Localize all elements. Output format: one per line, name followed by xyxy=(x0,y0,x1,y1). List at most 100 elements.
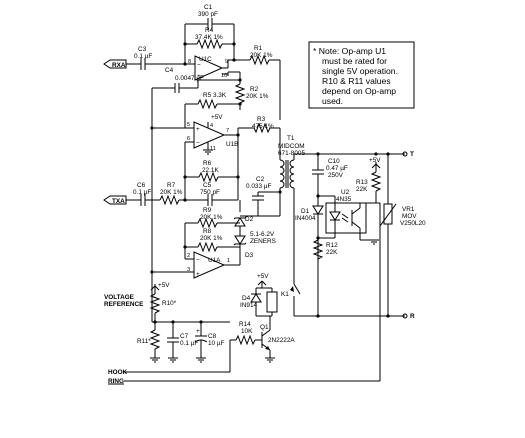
vr1-part: MOV xyxy=(402,213,417,220)
d4-diode xyxy=(250,293,262,303)
u1c-ref: U1C xyxy=(199,56,212,63)
c4-value: 0.0047 µF xyxy=(175,75,204,82)
u1b-minus: − xyxy=(196,140,200,147)
r5-label: R5 3.3K xyxy=(203,92,227,99)
note-line3: single 5V operation. xyxy=(322,66,398,76)
r5-ref: R5 xyxy=(203,92,212,99)
c8-plus: + xyxy=(196,328,200,335)
note-box xyxy=(308,41,415,109)
c8-value: 10 µF xyxy=(208,340,225,347)
d2-ref: D2 xyxy=(245,216,254,223)
r9-resistor xyxy=(185,217,240,229)
k1-ref: K1 xyxy=(281,291,289,298)
u1c-opamp xyxy=(194,55,224,81)
u1b-opamp xyxy=(193,121,226,149)
d3-ref: D3 xyxy=(245,252,254,259)
r10-ref: R10* xyxy=(162,300,177,307)
d3-zener-diode xyxy=(233,235,247,246)
u1c-pin8: 8 xyxy=(188,59,191,65)
d1-diode xyxy=(312,205,324,215)
rxa-label: RXA xyxy=(112,62,126,69)
r4-value: 37.4K 1% xyxy=(195,34,223,41)
c10-value: 0.47 µF xyxy=(326,165,348,172)
t1-ref: T1 xyxy=(287,135,295,142)
k1-relay-contact xyxy=(290,283,301,295)
c8-ref: C8 xyxy=(208,333,217,340)
note-line5: depend on Op-amp xyxy=(322,86,396,96)
zeners-label: ZENERS xyxy=(250,238,276,245)
u1a-pin1: 1 xyxy=(227,258,230,264)
c1-value: 390 pF xyxy=(198,11,218,18)
c5-capacitor xyxy=(185,194,238,206)
t-terminal-label: T xyxy=(410,151,414,158)
u2-ground-symbol xyxy=(369,239,379,245)
c6-value: 0.1 µF xyxy=(133,189,151,196)
r6-value: 22.1K xyxy=(202,167,219,174)
r4-resistor xyxy=(185,38,234,50)
u1c-minus: − xyxy=(197,62,201,69)
c2-ref: C2 xyxy=(256,176,265,183)
r9-value: 20K 1% xyxy=(200,214,223,221)
r5-resistor xyxy=(185,98,240,110)
r13-value: 22K xyxy=(356,186,368,193)
r-terminal-label: R xyxy=(410,313,415,320)
r1-ref: R1 xyxy=(254,45,263,52)
vr1-mov xyxy=(379,203,397,227)
c7-ground-symbol xyxy=(168,357,178,363)
r8-value: 20K 1% xyxy=(200,235,223,242)
r3-ref: R3 xyxy=(257,116,266,123)
c10-ref: C10 xyxy=(328,158,340,165)
txa-label: TXA xyxy=(112,198,125,205)
u1a-pin3: 3 xyxy=(187,267,190,273)
r13-resistor xyxy=(370,171,382,192)
hook-label: HOOK xyxy=(108,369,128,376)
u2-part: 4N35 xyxy=(336,196,352,203)
u1b-pin5: 5 xyxy=(187,122,190,128)
r1-value: 20K 1% xyxy=(250,52,273,59)
c5-value: 750 pF xyxy=(200,189,220,196)
r1-resistor xyxy=(249,54,270,66)
r11-ref: R11* xyxy=(137,338,151,345)
c8-capacitor xyxy=(194,332,208,358)
r4-ref: R4 xyxy=(205,27,214,34)
c3-ref: C3 xyxy=(138,46,147,53)
u2-optocoupler xyxy=(325,202,367,234)
c1-ref: C1 xyxy=(204,4,213,11)
r6-resistor xyxy=(185,171,238,183)
t1-transformer xyxy=(279,128,295,189)
u1a-opamp xyxy=(193,251,226,279)
d4-ref: D4 xyxy=(242,295,251,302)
u1c-plus: + xyxy=(197,73,201,80)
r11-resistor xyxy=(149,322,161,358)
r2-ref: R2 xyxy=(250,86,259,93)
q1-part: 2N2222A xyxy=(268,337,295,344)
r7-ref: R7 xyxy=(167,182,176,189)
r9-ref: R9 xyxy=(203,207,212,214)
u1b-ground-symbol xyxy=(203,149,213,155)
t1-part: 671-8005 xyxy=(278,150,305,157)
ring-label: RING xyxy=(108,378,124,385)
d4-vplus-label: +5V xyxy=(257,273,269,280)
vref-label-line1: VOLTAGE xyxy=(104,294,135,301)
note-line6: used. xyxy=(322,96,343,106)
vref-label-line2: REFERENCE xyxy=(104,301,144,308)
u1b-pin6: 6 xyxy=(187,136,190,142)
r2-resistor xyxy=(234,80,246,104)
d4-part: IN914 xyxy=(240,302,257,309)
c3-value: 0.1 µF xyxy=(134,53,152,60)
u1b-ref: U1B xyxy=(226,141,238,148)
r10-resistor xyxy=(149,293,161,314)
u1c-pin9: 9 xyxy=(225,59,228,65)
t1-name: MIDCOM xyxy=(278,143,305,150)
u1a-minus: − xyxy=(196,257,200,264)
c2-value: 0.033 µF xyxy=(246,183,271,190)
r12-resistor xyxy=(312,238,324,260)
r8-resistor xyxy=(185,241,240,253)
c10-voltage: 250V xyxy=(328,172,344,179)
r13-vplus-label: +5V xyxy=(369,157,381,164)
r6-ref: R6 xyxy=(203,160,212,167)
u1b-plus: + xyxy=(196,126,200,133)
r13-ref: R13 xyxy=(356,179,368,186)
r10-vplus-label: +5V xyxy=(158,282,170,289)
